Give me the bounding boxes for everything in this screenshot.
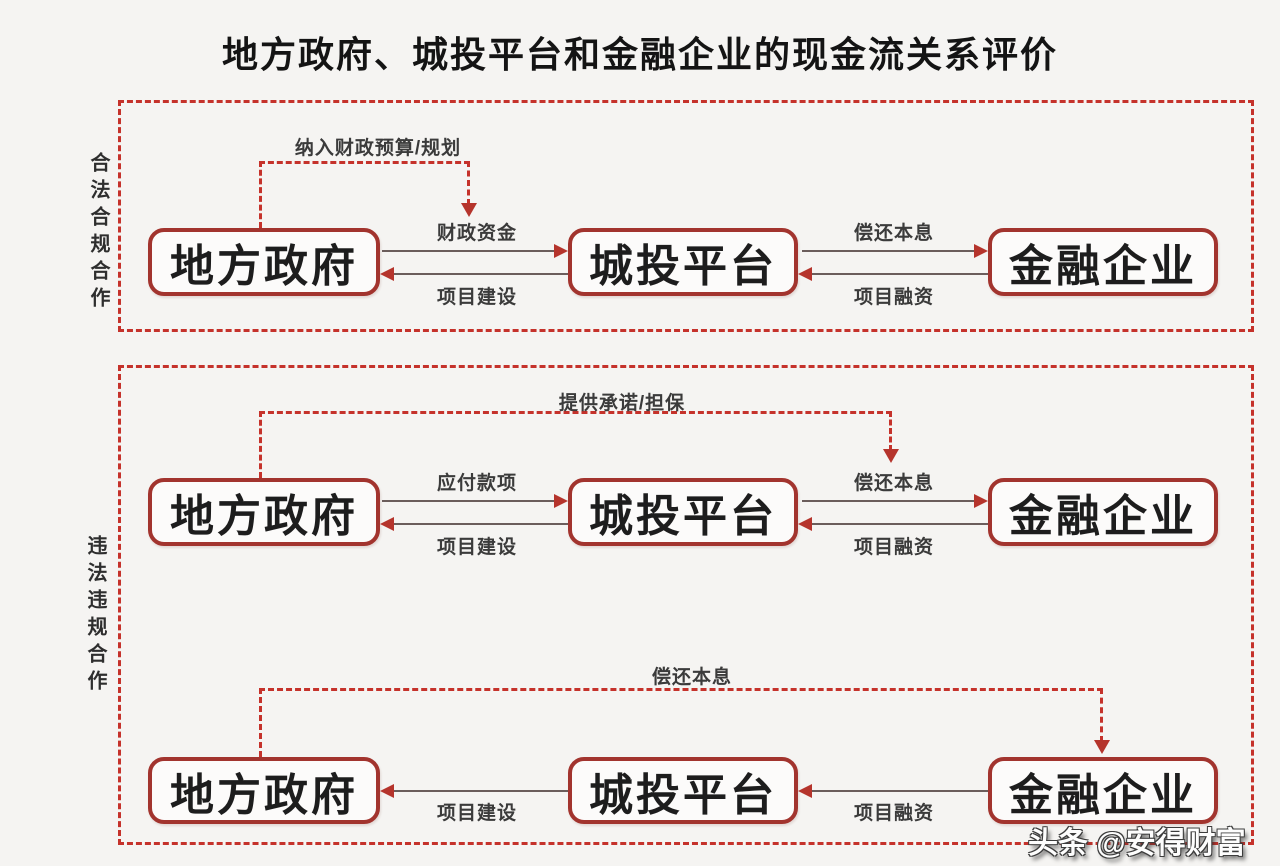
flow-line-gov-to-platform (382, 500, 556, 502)
flow-line-platform-to-gov (394, 523, 568, 525)
node-label: 地方政府 (170, 242, 358, 291)
legal-dashed-flow-label: 纳入财政预算/规划 (294, 138, 462, 159)
flow-line-finance-to-platform (812, 790, 988, 792)
node-local-government-illegal-r2: 地方政府 (148, 757, 380, 824)
flow-line-platform-to-finance (802, 500, 976, 502)
flow-line-platform-to-finance (802, 250, 976, 252)
node-label: 金融企业 (1009, 242, 1197, 291)
arrowhead-right-icon (974, 494, 988, 508)
node-investment-platform-legal: 城投平台 (568, 228, 798, 296)
flow-label-project-construction: 项目建设 (436, 537, 517, 558)
node-label: 金融企业 (1009, 770, 1197, 820)
legal-section-frame (118, 100, 1254, 332)
arrowhead-left-icon (380, 517, 394, 531)
flow-label-project-construction: 项目建设 (436, 803, 517, 824)
illegal-section-frame (118, 365, 1254, 845)
node-label: 城投平台 (589, 242, 777, 291)
flow-label-repay-principal-interest: 偿还本息 (853, 473, 934, 494)
flow-line-finance-to-platform (812, 523, 988, 525)
illegal-r1-dashed-horizontal (259, 411, 892, 414)
illegal-section-side-label: 违法违规合作 (84, 535, 106, 697)
node-label: 地方政府 (170, 492, 358, 541)
arrowhead-left-icon (798, 267, 812, 281)
illegal-r2-dashed-flow-label: 偿还本息 (651, 667, 732, 688)
arrowhead-left-icon (380, 267, 394, 281)
illegal-r2-dashed-horizontal (259, 688, 1103, 691)
flow-label-repay-principal-interest: 偿还本息 (853, 223, 934, 244)
flow-label-project-financing: 项目融资 (853, 537, 934, 558)
arrowhead-right-icon (974, 244, 988, 258)
arrowhead-left-icon (380, 784, 394, 798)
illegal-r1-dashed-vertical-left (259, 411, 262, 478)
arrowhead-down-icon (883, 449, 899, 463)
flow-line-gov-to-platform (382, 250, 556, 252)
arrowhead-down-icon (1094, 740, 1110, 754)
page-title: 地方政府、城投平台和金融企业的现金流关系评价 (221, 34, 1058, 75)
arrowhead-left-icon (798, 517, 812, 531)
flow-line-platform-to-gov (394, 273, 568, 275)
illegal-r2-dashed-vertical-right (1100, 688, 1103, 742)
node-local-government-legal: 地方政府 (148, 228, 380, 296)
node-financial-enterprise-legal: 金融企业 (988, 228, 1218, 296)
legal-dashed-line-horizontal (259, 161, 470, 164)
arrowhead-down-icon (461, 203, 477, 217)
flow-label-project-construction: 项目建设 (436, 287, 517, 308)
node-label: 城投平台 (589, 770, 777, 820)
legal-dashed-line-vertical-right (467, 161, 470, 205)
illegal-r1-dashed-flow-label: 提供承诺/担保 (558, 393, 686, 414)
node-label: 地方政府 (170, 770, 358, 820)
arrowhead-right-icon (554, 494, 568, 508)
watermark-toutiao: 头条 @安得财富 (1028, 827, 1246, 860)
illegal-r1-dashed-vertical-right (889, 411, 892, 451)
arrowhead-right-icon (554, 244, 568, 258)
arrowhead-left-icon (798, 784, 812, 798)
flow-line-platform-to-gov (394, 790, 568, 792)
flow-label-fiscal-funds: 财政资金 (436, 223, 517, 244)
node-investment-platform-illegal-r2: 城投平台 (568, 757, 798, 824)
node-label: 金融企业 (1009, 492, 1197, 541)
legal-dashed-line-vertical-left (259, 161, 262, 228)
node-label: 城投平台 (589, 492, 777, 541)
node-investment-platform-illegal-r1: 城投平台 (568, 478, 798, 546)
node-local-government-illegal-r1: 地方政府 (148, 478, 380, 546)
node-financial-enterprise-illegal-r2: 金融企业 (988, 757, 1218, 824)
flow-label-project-financing: 项目融资 (853, 803, 934, 824)
legal-section-side-label: 合法合规合作 (87, 152, 109, 314)
flow-line-finance-to-platform (812, 273, 988, 275)
flow-label-project-financing: 项目融资 (853, 287, 934, 308)
illegal-r2-dashed-vertical-left (259, 688, 262, 757)
flow-label-accounts-payable: 应付款项 (436, 473, 517, 494)
node-financial-enterprise-illegal-r1: 金融企业 (988, 478, 1218, 546)
